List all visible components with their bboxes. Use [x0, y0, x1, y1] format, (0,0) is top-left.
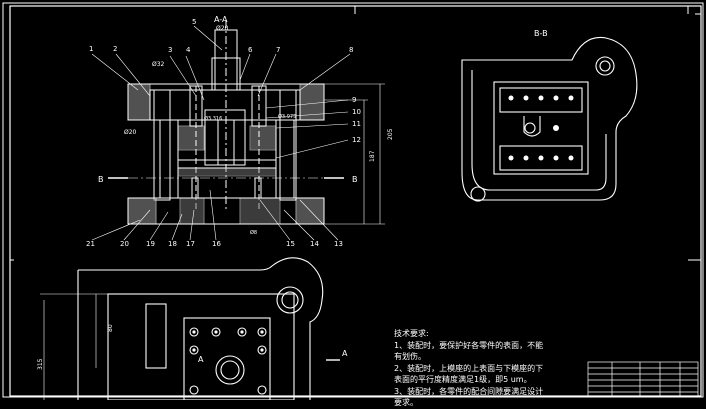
part-label: 16	[212, 240, 221, 248]
notes-line: 要求。	[394, 398, 418, 407]
part-label: 18	[168, 240, 177, 248]
dim-text: Ø20	[124, 129, 137, 136]
technical-requirements: 技术要求: 1、装配时，要保护好各零件的表面，不能 有划伤。 2、装配时，上模座…	[394, 328, 574, 409]
engineering-drawing: 1 2 3 4 5 6 7 8 9 10 11 12 21 20 19 18 1…	[2, 2, 704, 400]
part-labels-top: 1 2 3 4 5 6 7 8	[89, 18, 353, 54]
notes-line: 表面的平行度精度满足1级，即5 um。	[394, 375, 532, 384]
notes-line: 2、装配时，上模座的上表面与下模座的下	[394, 363, 544, 373]
dim-text: 187	[369, 150, 376, 162]
outer-frame	[2, 2, 704, 398]
part-label: 17	[186, 240, 195, 248]
part-label: 11	[352, 120, 361, 128]
section-title: A-A	[214, 15, 228, 24]
dim-text: Ø20	[216, 25, 229, 32]
part-label: 5	[192, 18, 196, 26]
part-label: 12	[352, 136, 361, 144]
part-label: 7	[276, 46, 280, 54]
notes-line: 1、装配时，要保护好各零件的表面，不能	[394, 340, 544, 350]
part-label: 14	[310, 240, 319, 248]
part-label: 10	[352, 108, 361, 116]
notes-line: 3、装配时，各零件的配合间隙要满足设计	[394, 386, 544, 396]
part-label: 9	[352, 96, 356, 104]
cut-label: B	[98, 175, 104, 184]
dim-text: Ø3.975	[278, 113, 296, 120]
section-view-aa	[108, 20, 385, 225]
leader-lines	[91, 25, 351, 241]
notes-title: 技术要求:	[394, 329, 429, 338]
dim-text: 315	[37, 358, 44, 370]
title-block	[587, 361, 699, 397]
part-labels-right: 9 10 11 12	[352, 96, 361, 144]
part-label: 15	[286, 240, 295, 248]
part-label: 2	[113, 45, 117, 53]
inner-frame	[9, 5, 702, 397]
dim-text: Ø32	[152, 61, 165, 68]
bottom-plan-view	[40, 257, 340, 400]
cut-label: A	[342, 349, 348, 358]
dim-text: Ø3.316	[204, 115, 222, 122]
plan-view-holes	[508, 95, 574, 161]
part-label: 20	[120, 240, 129, 248]
cut-label: B	[352, 175, 358, 184]
dim-text: 205	[387, 128, 394, 140]
part-label: 21	[86, 240, 95, 248]
bottom-plan-hole-centers	[192, 330, 264, 352]
cut-label: A	[198, 355, 204, 364]
plan-view-bb	[461, 36, 638, 202]
part-labels-bottom: 21 20 19 18 17 16 15 14 13	[86, 240, 343, 248]
notes-line: 有划伤。	[394, 352, 426, 361]
part-label: 4	[186, 46, 191, 54]
part-label: 8	[349, 46, 353, 54]
dim-text: Ø8	[250, 229, 257, 236]
view-title: B-B	[534, 29, 548, 38]
part-label: 1	[89, 45, 93, 53]
part-label: 13	[334, 240, 343, 248]
dim-text: 80	[107, 324, 114, 332]
part-label: 19	[146, 240, 155, 248]
part-label: 6	[248, 46, 253, 54]
part-label: 3	[168, 46, 172, 54]
